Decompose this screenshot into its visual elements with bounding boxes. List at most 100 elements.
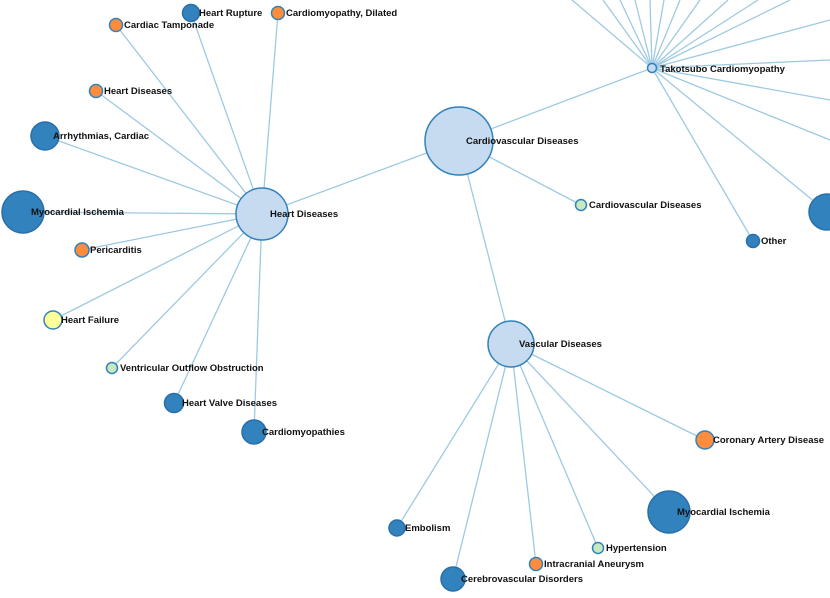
node-label-heart-rupture: Heart Rupture [199,8,262,19]
node-label-takotsubo-cardiomyopathy: Takotsubo Cardiomyopathy [660,64,786,75]
node-circle-cardiovascular-diseases-hub[interactable] [424,106,494,176]
node-label-heart-failure: Heart Failure [61,315,119,326]
link-heart-diseases-hub-to-ventricular-outflow-obstruction [111,213,263,369]
link-takotsubo-cardiomyopathy-to-partial-node-right [651,67,828,213]
node-label-cardiac-tamponade: Cardiac Tamponade [124,20,214,31]
node-label-pericarditis: Pericarditis [90,245,142,256]
node-label-coronary-artery-disease: Coronary Artery Disease [713,435,824,446]
link-takotsubo-offscreen-0 [571,0,653,69]
node-myocardial-ischemia-heart[interactable]: Myocardial Ischemia [1,190,125,234]
node-arrhythmias-cardiac[interactable]: Arrhythmias, Cardiac [30,121,149,151]
node-cardiovascular-diseases-leaf[interactable]: Cardiovascular Diseases [574,198,702,212]
link-takotsubo-offscreen-11 [651,19,830,69]
node-label-cardiovascular-diseases-leaf: Cardiovascular Diseases [589,200,701,211]
link-takotsubo-offscreen-6 [651,0,681,69]
link-takotsubo-cardiomyopathy-to-other [651,67,754,242]
node-takotsubo-cardiomyopathy[interactable]: Takotsubo Cardiomyopathy [646,62,786,76]
node-label-other: Other [761,236,787,247]
node-circle-heart-diseases-hub[interactable] [235,187,289,241]
node-circle-heart-failure[interactable] [43,310,63,330]
link-takotsubo-offscreen-12 [651,59,830,69]
link-takotsubo-offscreen-8 [651,0,729,69]
node-circle-heart-valve-diseases[interactable] [163,392,185,414]
link-heart-diseases-hub-to-heart-rupture [190,12,263,215]
node-circle-intracranial-aneurysm[interactable] [528,556,544,572]
node-circle-cardiomyopathies[interactable] [241,419,267,445]
node-label-cardiomyopathies: Cardiomyopathies [262,427,345,438]
node-myocardial-ischemia-vascular[interactable]: Myocardial Ischemia [647,490,771,534]
node-circle-other[interactable] [745,233,761,249]
node-circle-partial-node-right[interactable] [808,193,830,231]
link-vascular-diseases-hub-to-hypertension [510,343,599,549]
node-circle-cardiac-tamponade[interactable] [108,17,124,33]
node-partial-node-right[interactable] [808,193,830,231]
link-takotsubo-offscreen-5 [651,0,665,69]
node-label-embolism: Embolism [405,523,450,534]
link-heart-diseases-hub-to-arrhythmias-cardiac [44,135,263,215]
link-takotsubo-offscreen-4 [649,0,653,69]
node-cardiomyopathies[interactable]: Cardiomyopathies [241,419,345,445]
node-circle-myocardial-ischemia-heart[interactable] [1,190,45,234]
node-label-arrhythmias-cardiac: Arrhythmias, Cardiac [53,131,149,142]
node-vascular-diseases-hub[interactable]: Vascular Diseases [487,320,602,368]
link-heart-diseases-hub-to-heart-failure [52,213,263,321]
node-circle-embolism[interactable] [388,519,406,537]
node-circle-arrhythmias-cardiac[interactable] [30,121,60,151]
link-heart-diseases-hub-to-cardiomyopathy-dilated [261,12,279,215]
node-cardiovascular-diseases-hub[interactable]: Cardiovascular Diseases [424,106,578,176]
node-circle-heart-diseases-leaf[interactable] [88,83,104,99]
node-circle-vascular-diseases-hub[interactable] [487,320,535,368]
link-heart-diseases-hub-to-heart-valve-diseases [173,213,263,404]
node-circle-heart-rupture[interactable] [181,3,201,23]
node-embolism[interactable]: Embolism [388,519,450,537]
link-takotsubo-offscreen-14 [651,67,830,141]
node-coronary-artery-disease[interactable]: Coronary Artery Disease [695,430,824,450]
node-ventricular-outflow-obstruction[interactable]: Ventricular Outflow Obstruction [105,361,264,375]
link-takotsubo-offscreen-2 [619,0,653,69]
node-hypertension[interactable]: Hypertension [591,541,667,555]
links-layer [22,0,830,580]
node-label-ventricular-outflow-obstruction: Ventricular Outflow Obstruction [120,363,264,374]
link-heart-diseases-hub-to-heart-diseases-leaf [95,90,263,215]
node-other[interactable]: Other [745,233,787,249]
link-takotsubo-offscreen-7 [651,0,701,69]
link-cardiovascular-diseases-hub-to-vascular-diseases-hub [458,140,512,345]
node-heart-rupture[interactable]: Heart Rupture [181,3,263,23]
node-cardiomyopathy-dilated[interactable]: Cardiomyopathy, Dilated [270,5,398,21]
node-label-myocardial-ischemia-vascular: Myocardial Ischemia [677,507,771,518]
node-circle-coronary-artery-disease[interactable] [695,430,715,450]
link-vascular-diseases-hub-to-intracranial-aneurysm [510,343,537,565]
node-label-intracranial-aneurysm: Intracranial Aneurysm [544,559,644,570]
node-heart-failure[interactable]: Heart Failure [43,310,119,330]
node-label-heart-valve-diseases: Heart Valve Diseases [182,398,277,409]
node-circle-hypertension[interactable] [591,541,605,555]
link-cardiovascular-diseases-hub-to-heart-diseases-hub [261,140,460,215]
node-heart-valve-diseases[interactable]: Heart Valve Diseases [163,392,278,414]
node-cerebrovascular-disorders[interactable]: Cerebrovascular Disorders [440,566,583,592]
link-vascular-diseases-hub-to-embolism [396,343,512,529]
link-heart-diseases-hub-to-cardiomyopathies [253,213,263,433]
link-heart-diseases-hub-to-pericarditis [81,213,263,251]
node-label-vascular-diseases-hub: Vascular Diseases [519,339,602,350]
node-circle-pericarditis[interactable] [74,242,90,258]
link-takotsubo-offscreen-9 [651,0,759,69]
node-pericarditis[interactable]: Pericarditis [74,242,142,258]
node-circle-cerebrovascular-disorders[interactable] [440,566,466,592]
link-takotsubo-offscreen-10 [651,0,791,69]
node-circle-takotsubo-cardiomyopathy[interactable] [646,62,658,74]
link-takotsubo-offscreen-3 [634,0,653,69]
node-heart-diseases-hub[interactable]: Heart Diseases [235,187,338,241]
node-circle-ventricular-outflow-obstruction[interactable] [105,361,119,375]
node-circle-myocardial-ischemia-vascular[interactable] [647,490,691,534]
node-label-cerebrovascular-disorders: Cerebrovascular Disorders [461,574,583,585]
node-circle-cardiovascular-diseases-leaf[interactable] [574,198,588,212]
node-heart-diseases-leaf[interactable]: Heart Diseases [88,83,173,99]
node-circle-cardiomyopathy-dilated[interactable] [270,5,286,21]
node-intracranial-aneurysm[interactable]: Intracranial Aneurysm [528,556,644,572]
node-label-cardiomyopathy-dilated: Cardiomyopathy, Dilated [286,8,397,19]
node-cardiac-tamponade[interactable]: Cardiac Tamponade [108,17,215,33]
link-heart-diseases-hub-to-cardiac-tamponade [115,24,263,215]
link-vascular-diseases-hub-to-coronary-artery-disease [510,343,706,441]
